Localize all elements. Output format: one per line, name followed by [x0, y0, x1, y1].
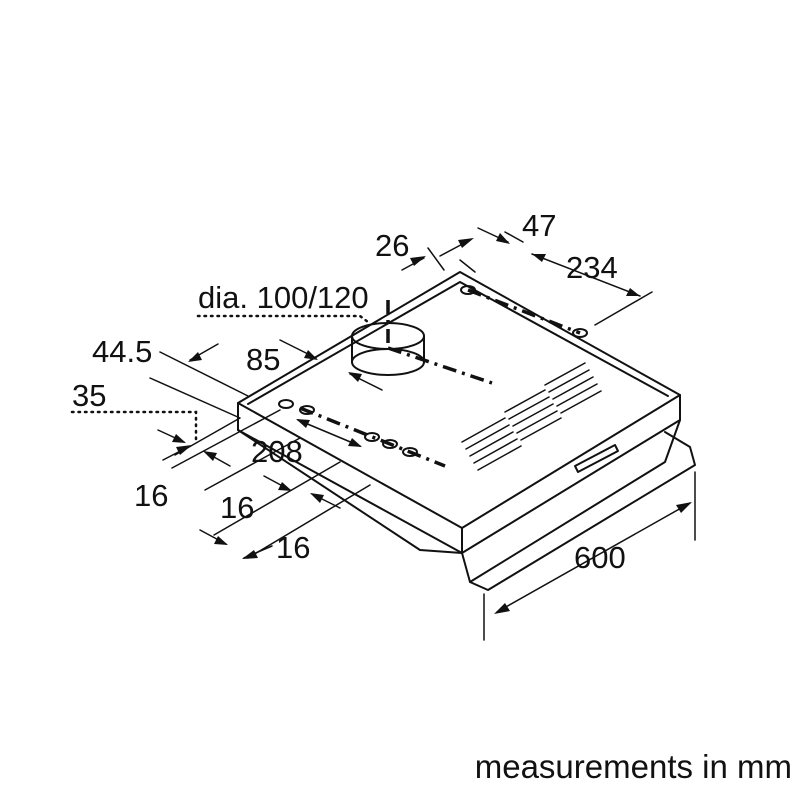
dim-label-35: 35 — [72, 378, 106, 413]
dim-label-600: 600 — [574, 540, 626, 575]
dim-label-234: 234 — [566, 250, 618, 285]
dim-label-16-c: 16 — [276, 530, 310, 565]
dimension-labels: 26 47 234 dia. 100/120 44.5 85 35 208 16… — [72, 208, 626, 575]
dim-label-16-b: 16 — [220, 490, 254, 525]
vent-grille-icon — [461, 362, 602, 471]
hood-body — [237, 271, 696, 591]
dim-label-16-a: 16 — [134, 478, 168, 513]
measurements-caption: measurements in mm — [474, 748, 792, 785]
dim-label-47: 47 — [522, 208, 556, 243]
dim-label-diameter: dia. 100/120 — [198, 280, 369, 315]
leader-dotted-lines — [70, 314, 370, 446]
dimension-lines — [157, 227, 692, 614]
dim-label-85: 85 — [246, 342, 280, 377]
extension-lines — [149, 231, 696, 641]
mounting-hole-markers — [278, 285, 588, 457]
center-lines — [299, 288, 581, 468]
dim-label-26: 26 — [375, 228, 409, 263]
dim-label-208: 208 — [251, 434, 303, 469]
dim-label-44-5: 44.5 — [92, 334, 152, 369]
